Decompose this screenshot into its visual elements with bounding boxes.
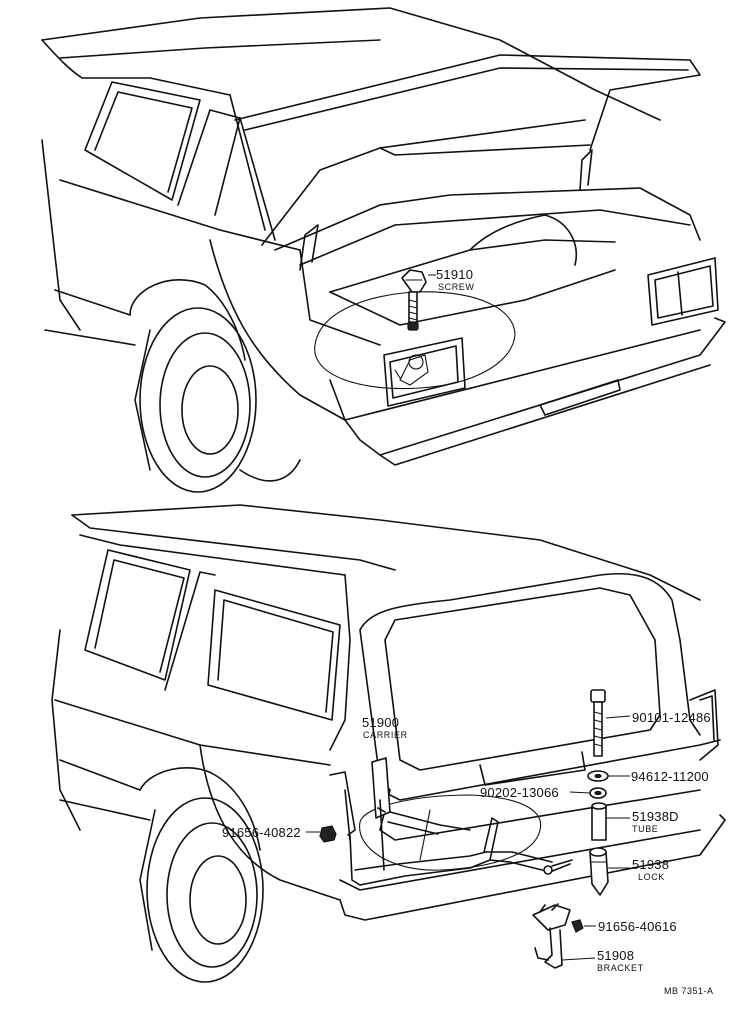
tube-name: TUBE (632, 824, 659, 834)
bracket-part (532, 903, 596, 969)
carrier-part (329, 757, 573, 886)
tube-part (591, 802, 630, 841)
wagon-illustration (51, 504, 726, 983)
diagram-reference: MB 7351-A (664, 986, 714, 996)
lock-name: LOCK (638, 872, 665, 882)
nut-left-part (306, 825, 337, 843)
bolt-part (590, 689, 631, 757)
nut-bracket-number: 91656-40616 (598, 919, 677, 934)
tube-number: 51938D (632, 809, 679, 824)
screw-name: SCREW (438, 282, 475, 292)
screw-number: 51910 (436, 267, 474, 282)
carrier-name: CARRIER (363, 730, 408, 740)
nut-left-number: 91656-40822 (222, 825, 301, 840)
bracket-number: 51908 (597, 948, 635, 963)
lock-part (589, 847, 630, 896)
carrier-number: 51900 (362, 715, 400, 730)
washer-part (587, 770, 630, 782)
sedan-illustration (41, 7, 726, 493)
nut-top-number: 90202-13066 (480, 785, 559, 800)
washer-number: 94612-11200 (631, 769, 709, 784)
screw-part (401, 269, 436, 331)
bracket-name: BRACKET (597, 963, 644, 973)
nut-top-part (569, 787, 607, 799)
bolt-number: 90101-12486 (632, 710, 711, 725)
lock-number: 51938 (632, 857, 670, 872)
